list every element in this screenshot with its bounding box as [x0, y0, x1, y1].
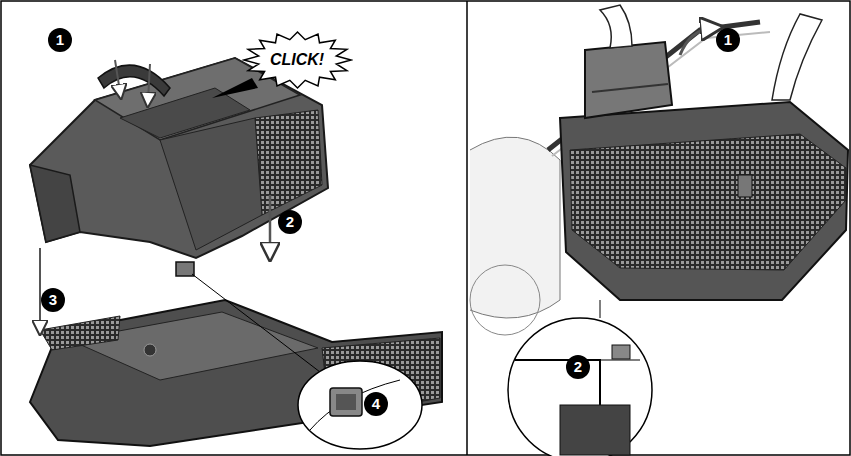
callout-number: 2: [278, 210, 302, 234]
callout-number: 4: [364, 392, 388, 416]
callout-number: 1: [48, 28, 72, 52]
sound-text: CLICK!: [242, 51, 353, 69]
callout-number: 1: [716, 28, 740, 52]
starburst-callout: CLICK!: [242, 30, 353, 90]
callout-number: 2: [566, 355, 590, 379]
callout-number: 3: [41, 288, 65, 312]
